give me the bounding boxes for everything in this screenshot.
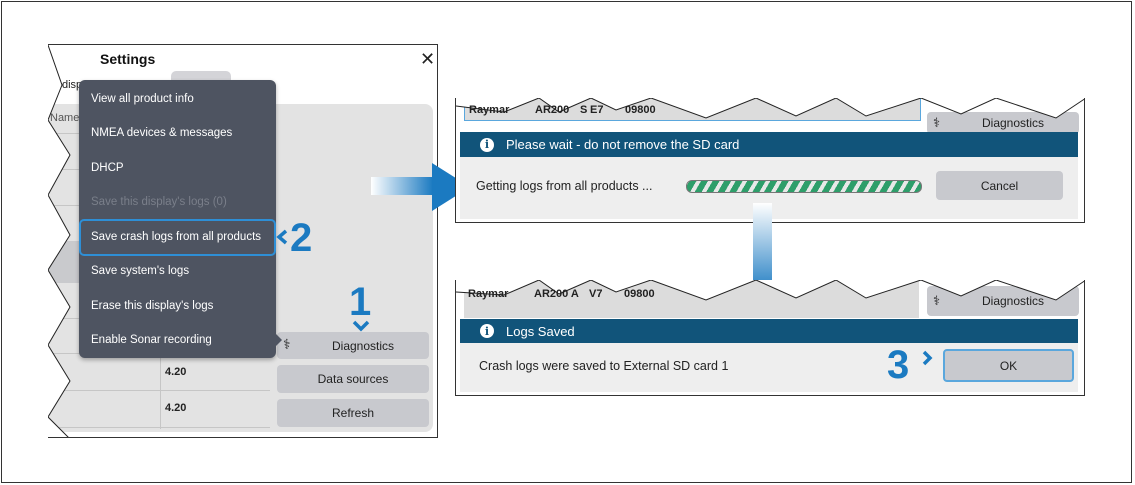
diagnostics-button-bg: ⚕ Diagnostics [927,112,1079,134]
background-text: S [580,104,588,116]
step-1-marker: 1 [349,280,372,324]
diagnostics-button[interactable]: ⚕ Diagnostics [277,332,429,359]
background-text: 09800 [624,288,655,300]
refresh-button[interactable]: Refresh [277,399,429,427]
info-icon: i [480,137,494,152]
cancel-button[interactable]: Cancel [936,171,1063,200]
version-value: 4.20 [165,402,187,414]
step-2-marker: 2 [290,216,313,260]
saved-message: Crash logs were saved to External SD car… [479,359,729,373]
step-3-marker: 3 [887,343,910,387]
data-sources-button[interactable]: Data sources [277,365,429,393]
diagnostics-menu: View all product info NMEA devices & mes… [79,80,276,358]
dialog-title: Please wait - do not remove the SD card [506,137,740,152]
dialog-header: i Logs Saved [460,319,1078,343]
torn-edge [48,45,71,437]
column-header-name: Name [50,112,80,124]
arrow-right-head [432,163,470,211]
step-2-chevron-icon [276,229,288,245]
background-text: Raymar [469,104,510,116]
background-text: Raymar [468,288,509,300]
ok-button[interactable]: OK [943,349,1074,382]
background-text: E7 [590,104,604,116]
menu-pointer [274,332,282,348]
menu-item-save-crash-logs[interactable]: Save crash logs from all products [79,219,276,256]
stethoscope-icon: ⚕ [933,115,941,130]
dialog-body: Crash logs were saved to External SD car… [460,343,1078,392]
torn-edge [456,280,1084,301]
torn-edge [456,98,1084,119]
diagnostics-label: Diagnostics [331,338,395,353]
menu-item-erase-logs[interactable]: Erase this display's logs [91,300,214,312]
info-icon: i [480,324,494,338]
progress-message: Getting logs from all products ... [476,179,653,193]
dialog-header: i Please wait - do not remove the SD car… [460,132,1078,157]
diagnostics-label: Diagnostics [981,294,1045,308]
background-text: V7 [589,288,603,300]
background-text: 09800 [625,104,656,116]
dialog-title: Logs Saved [506,323,575,339]
menu-item-nmea-devices[interactable]: NMEA devices & messages [91,127,233,139]
arrow-right-shaft [371,177,433,195]
menu-item-sonar-recording[interactable]: Enable Sonar recording [91,334,212,346]
page-title: Settings [100,51,156,67]
step-1-chevron-icon [352,320,370,332]
arrow-down-shaft [753,203,772,295]
diagnostics-label: Diagnostics [981,116,1045,130]
progress-dialog: Raymar AR200 S E7 09800 ⚕ Diagnostics i … [455,98,1085,223]
menu-item-save-system-logs[interactable]: Save system's logs [91,265,190,277]
background-text: AR200 A [534,288,579,300]
progress-bar [686,180,922,193]
logs-saved-dialog: Raymar AR200 A V7 09800 de ⚕ Diagnostics… [455,280,1085,396]
menu-item-view-product-info[interactable]: View all product info [91,93,194,105]
close-icon[interactable]: ✕ [420,49,436,69]
version-value: 4.20 [165,366,187,378]
step-3-chevron-icon [922,350,933,366]
background-text: AR200 [535,104,570,116]
menu-item-save-display-logs: Save this display's logs (0) [91,196,227,208]
stethoscope-icon: ⚕ [283,336,291,352]
stethoscope-icon: ⚕ [933,293,941,308]
menu-item-dhcp[interactable]: DHCP [91,162,124,174]
tab-display[interactable]: disp [62,79,83,91]
